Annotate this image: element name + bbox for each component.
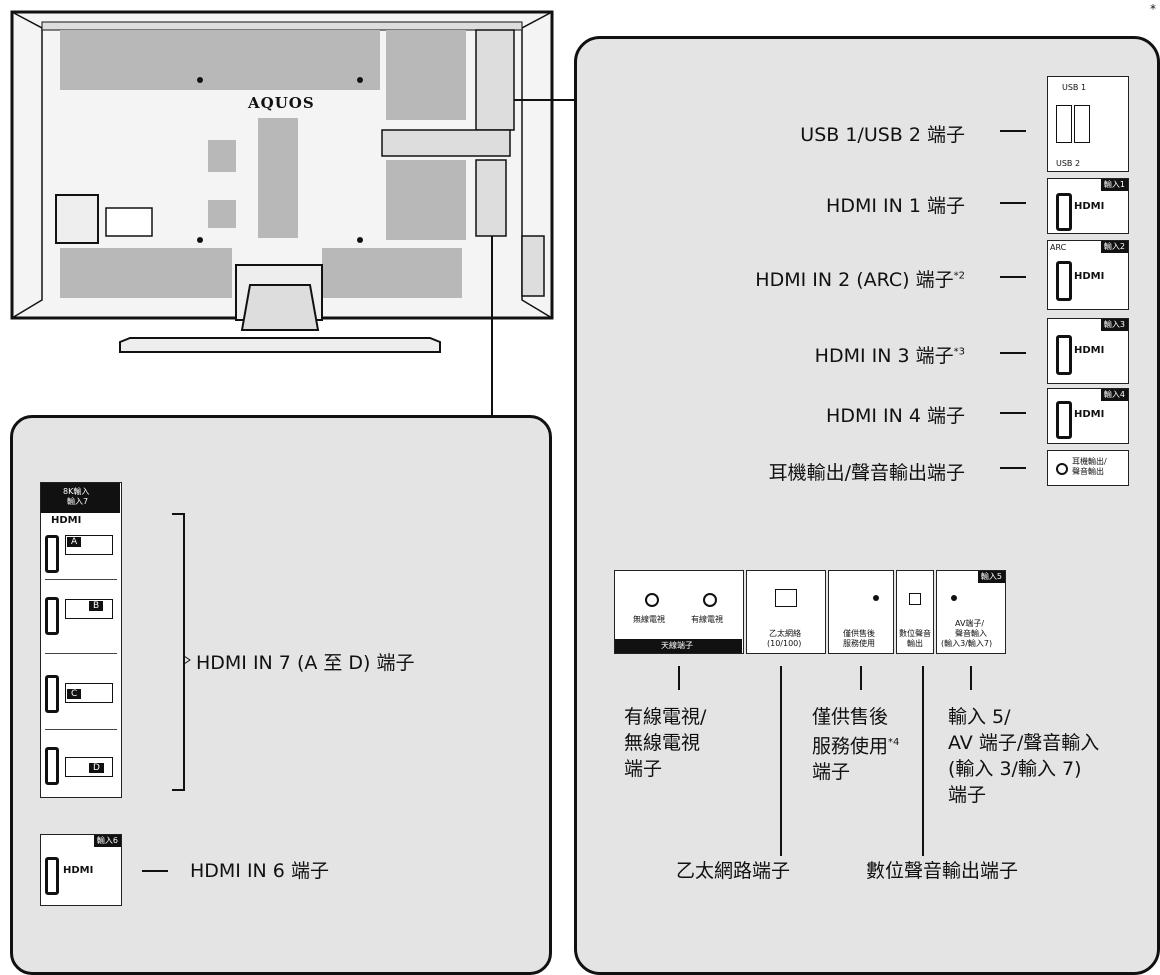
label-hdmi7: HDMI IN 7 (A 至 D) 端子: [196, 652, 415, 674]
hdmi1-port-graphic: 輸入1 HDMI: [1047, 178, 1129, 234]
usb-port-graphic: USB 1 USB 2: [1047, 76, 1129, 172]
label-ethernet: 乙太網路端子: [676, 860, 791, 882]
leader-hdmi4: [1000, 412, 1026, 414]
label-headphone: 耳機輸出/聲音輸出端子: [768, 462, 965, 484]
leader-hdmi1: [1000, 202, 1026, 204]
leader-usb: [1000, 130, 1026, 132]
antenna-port-graphic: 無線電視 有線電視 天線端子: [614, 570, 744, 654]
label-hdmi2: HDMI IN 2 (ARC) 端子*2: [755, 269, 965, 291]
ethernet-port-graphic: 乙太網絡 (10/100): [746, 570, 826, 654]
right-terminal-panel: [574, 36, 1160, 975]
label-hdmi6: HDMI IN 6 端子: [190, 860, 329, 882]
av-port-graphic: 輸入5 AV端子/ 聲音輸入 (輸入3/輸入7): [936, 570, 1006, 654]
label-hdmi4: HDMI IN 4 端子: [826, 405, 965, 427]
aquos-logo: AQUOS: [248, 94, 315, 112]
hdmi7-bracket: [172, 513, 191, 791]
headphone-port-graphic: 耳機輸出/ 聲音輸出: [1047, 450, 1129, 486]
hdmi3-port-graphic: 輸入3 HDMI: [1047, 318, 1129, 384]
hdmi4-port-graphic: 輸入4 HDMI: [1047, 388, 1129, 444]
leader-digital-audio: [922, 666, 924, 856]
label-usb: USB 1/USB 2 端子: [800, 124, 965, 146]
footnote-mark: *: [1150, 2, 1156, 16]
label-av: 輸入 5/AV 端子/聲音輸入(輸入 3/輸入 7)端子: [948, 706, 1100, 806]
tv-rear-illustration: [10, 10, 575, 418]
leader-service: [860, 666, 862, 690]
leader-ethernet: [780, 666, 782, 856]
leader-antenna: [678, 666, 680, 690]
label-hdmi1: HDMI IN 1 端子: [826, 195, 965, 217]
hdmi6-port-graphic: 輸入6 HDMI: [40, 834, 122, 906]
service-port-graphic: 僅供售後 服務使用: [828, 570, 894, 654]
label-hdmi3: HDMI IN 3 端子*3: [814, 345, 965, 367]
label-digital-audio: 數位聲音輸出端子: [866, 860, 1019, 882]
leader-hdmi2: [1000, 276, 1026, 278]
leader-hdmi6: [142, 870, 168, 872]
label-antenna: 有線電視/無線電視端子: [624, 706, 707, 780]
hdmi7-port-graphic: 8K輸入 輸入7 HDMI A B C D: [40, 482, 122, 798]
digital-audio-port-graphic: 數位聲音 輸出: [896, 570, 934, 654]
hdmi2-port-graphic: ARC 輸入2 HDMI: [1047, 240, 1129, 310]
leader-av: [970, 666, 972, 690]
leader-hdmi3: [1000, 352, 1026, 354]
leader-headphone: [1000, 467, 1026, 469]
